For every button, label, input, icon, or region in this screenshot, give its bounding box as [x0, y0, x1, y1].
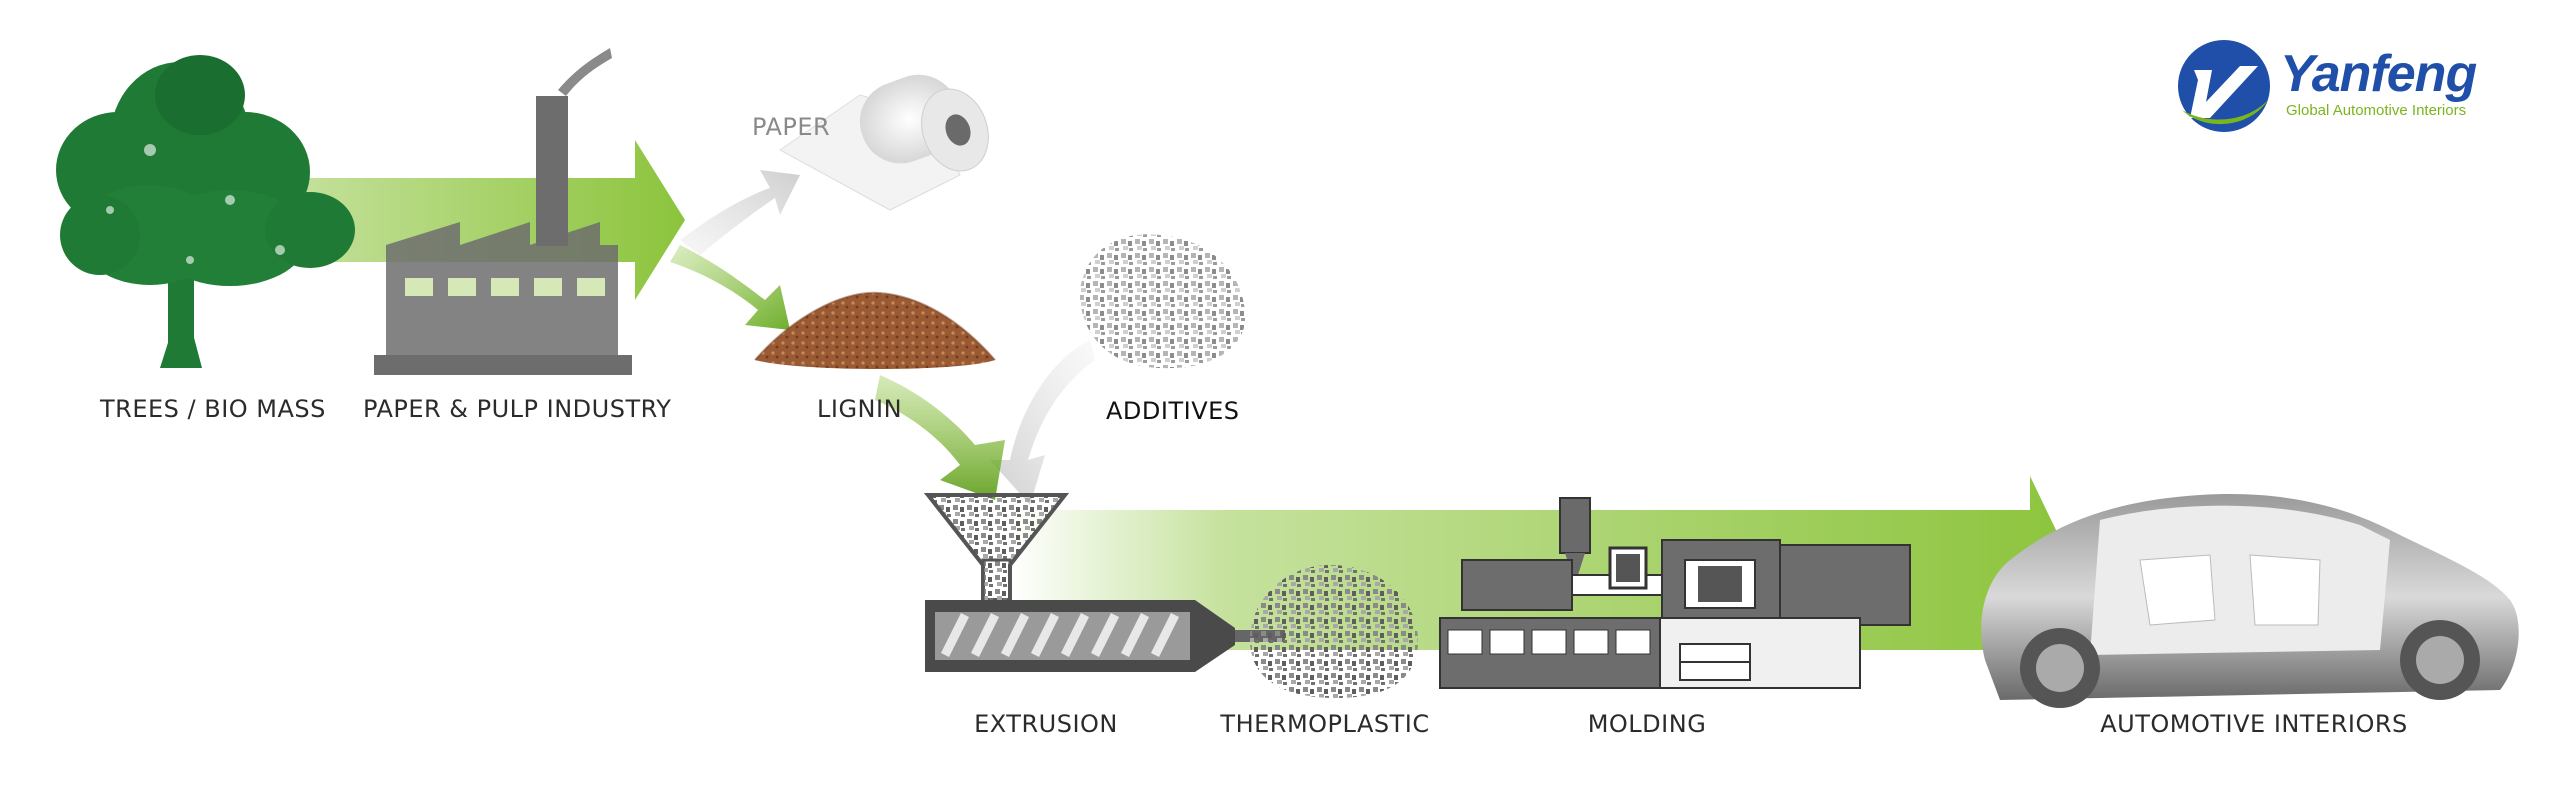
yanfeng-logo: Yanfeng Global Automotive Interiors [2176, 36, 2516, 138]
label-thermoplastic: THERMOPLASTIC [1220, 710, 1430, 738]
factory-icon [374, 48, 632, 375]
tree-icon [56, 55, 355, 368]
hopper-icon [923, 493, 1070, 607]
label-pulp: PAPER & PULP INDUSTRY [363, 395, 672, 423]
brand-tagline: Global Automotive Interiors [2286, 102, 2467, 119]
additives-arrow [990, 340, 1095, 505]
label-trees: TREES / BIO MASS [100, 395, 326, 423]
label-molding: MOLDING [1587, 710, 1707, 738]
additives-pellets-icon [1080, 234, 1246, 369]
lignin-pile-icon [754, 291, 996, 369]
label-lignin: LIGNIN [817, 395, 903, 423]
molding-machine-icon [1439, 497, 1911, 689]
yanfeng-logo-mark [2178, 40, 2270, 132]
label-automotive: AUTOMOTIVE INTERIORS [2100, 710, 2408, 738]
car-icon [1981, 494, 2519, 708]
brand-name: Yanfeng [2280, 45, 2477, 103]
lignin-branch-arrow [670, 245, 790, 330]
paper-branch-arrow [680, 170, 800, 255]
paper-roll-icon [779, 74, 989, 211]
label-extrusion: EXTRUSION [974, 710, 1118, 738]
thermoplastic-pellets-icon [1250, 565, 1419, 698]
label-additives: ADDITIVES [1106, 397, 1240, 425]
label-paper: PAPER [752, 113, 831, 141]
extruder-icon [925, 600, 1285, 672]
lignin-down-arrow [875, 375, 1005, 500]
